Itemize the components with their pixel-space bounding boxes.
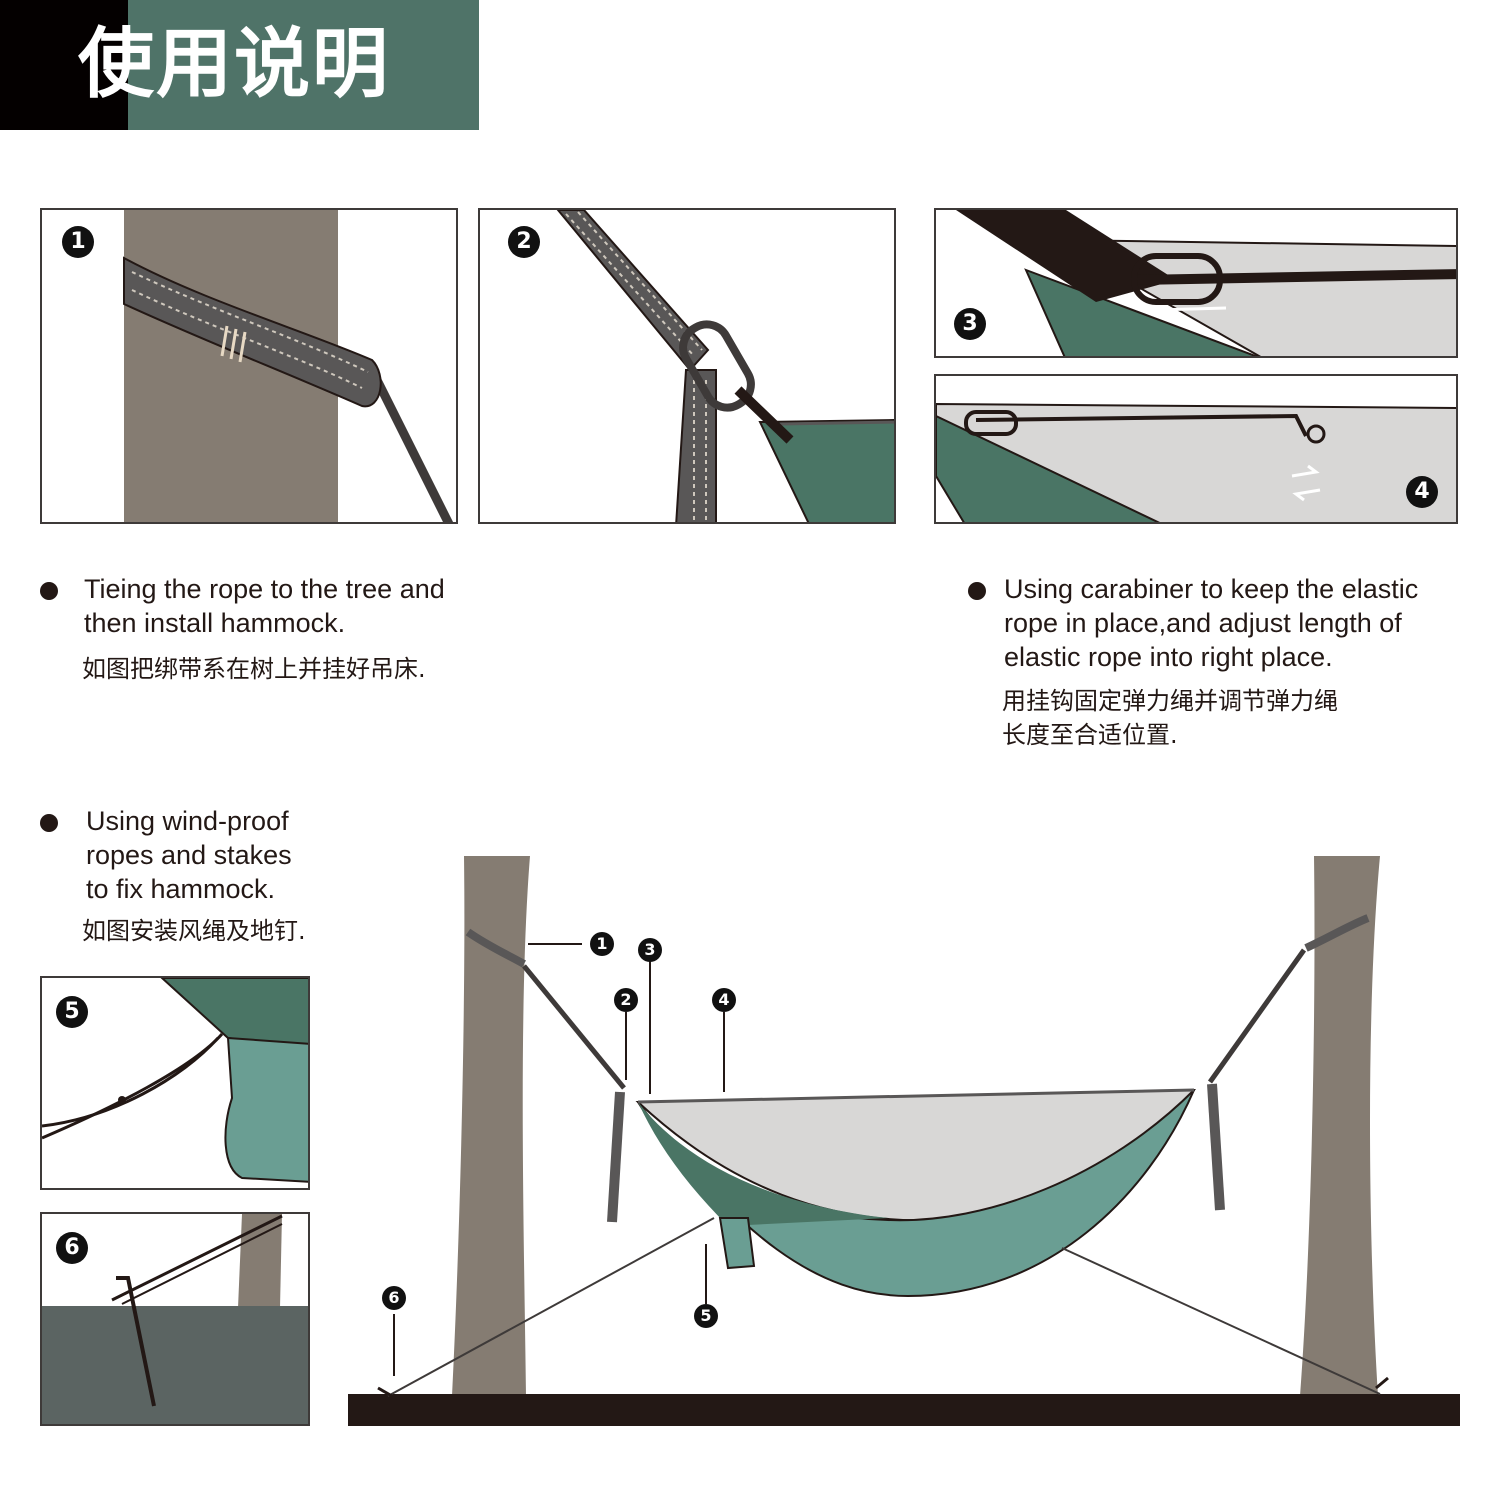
callout-3-badge: 3 xyxy=(638,938,662,962)
hammock-setup-illustration xyxy=(348,856,1460,1426)
instruction-windproof-en: Using wind-proof ropes and stakes to fix… xyxy=(86,804,292,906)
instruction-line: rope in place,and adjust length of xyxy=(1004,608,1402,638)
instruction-carabiner-zh: 用挂钩固定弹力绳并调节弹力绳 长度至合适位置. xyxy=(1002,684,1338,752)
callout-5-badge: 5 xyxy=(694,1304,718,1328)
step-3-panel: 3 xyxy=(934,208,1458,358)
instruction-windproof-zh: 如图安装风绳及地钉. xyxy=(82,917,306,945)
instruction-line: Using wind-proof xyxy=(86,806,289,836)
step-6-badge: 6 xyxy=(56,1232,88,1264)
strap-on-tree-illustration xyxy=(123,210,454,522)
instruction-carabiner-en: Using carabiner to keep the elastic rope… xyxy=(1004,572,1418,674)
instruction-tree-zh: 如图把绑带系在树上并挂好吊床. xyxy=(82,655,426,683)
instruction-line: then install hammock. xyxy=(84,608,346,638)
step-1-badge: 1 xyxy=(62,226,94,258)
callout-4-badge: 4 xyxy=(712,988,736,1012)
step-5-badge: 5 xyxy=(56,996,88,1028)
elastic-adjust-illustration xyxy=(936,402,1456,522)
callout-6-badge: 6 xyxy=(382,1286,406,1310)
step-1-panel: 1 xyxy=(40,208,458,524)
step-4-panel: 4 xyxy=(934,374,1458,524)
callout-2-badge: 2 xyxy=(614,988,638,1012)
instruction-line: ropes and stakes xyxy=(86,840,292,870)
instruction-line: 用挂钩固定弹力绳并调节弹力绳 xyxy=(1002,687,1338,715)
bullet-icon xyxy=(40,814,58,832)
page-title: 使用说明 xyxy=(78,19,390,108)
step-5-panel: 5 xyxy=(40,976,310,1190)
bullet-icon xyxy=(968,582,986,600)
step-6-panel: 6 xyxy=(40,1212,310,1426)
step-2-panel: 2 xyxy=(478,208,896,524)
instruction-line: elastic rope into right place. xyxy=(1004,642,1333,672)
carabiner-illustration xyxy=(556,210,894,522)
callout-1-badge: 1 xyxy=(590,932,614,956)
bullet-icon xyxy=(40,582,58,600)
windrope-loop-illustration xyxy=(42,978,308,1183)
instruction-line: Using carabiner to keep the elastic xyxy=(1004,574,1419,604)
instruction-tree-en: Tieing the rope to the tree and then ins… xyxy=(84,572,445,640)
step-4-badge: 4 xyxy=(1406,476,1438,508)
header-green-block xyxy=(128,0,479,130)
instruction-line: 长度至合适位置. xyxy=(1002,721,1178,749)
hook-elastic-illustration xyxy=(956,210,1456,356)
step-2-badge: 2 xyxy=(508,226,540,258)
ground-stake-illustration xyxy=(42,1214,308,1424)
instruction-line: Tieing the rope to the tree and xyxy=(84,574,445,604)
instruction-line: to fix hammock. xyxy=(86,874,276,904)
header-black-block xyxy=(0,0,128,130)
step-3-badge: 3 xyxy=(954,308,986,340)
